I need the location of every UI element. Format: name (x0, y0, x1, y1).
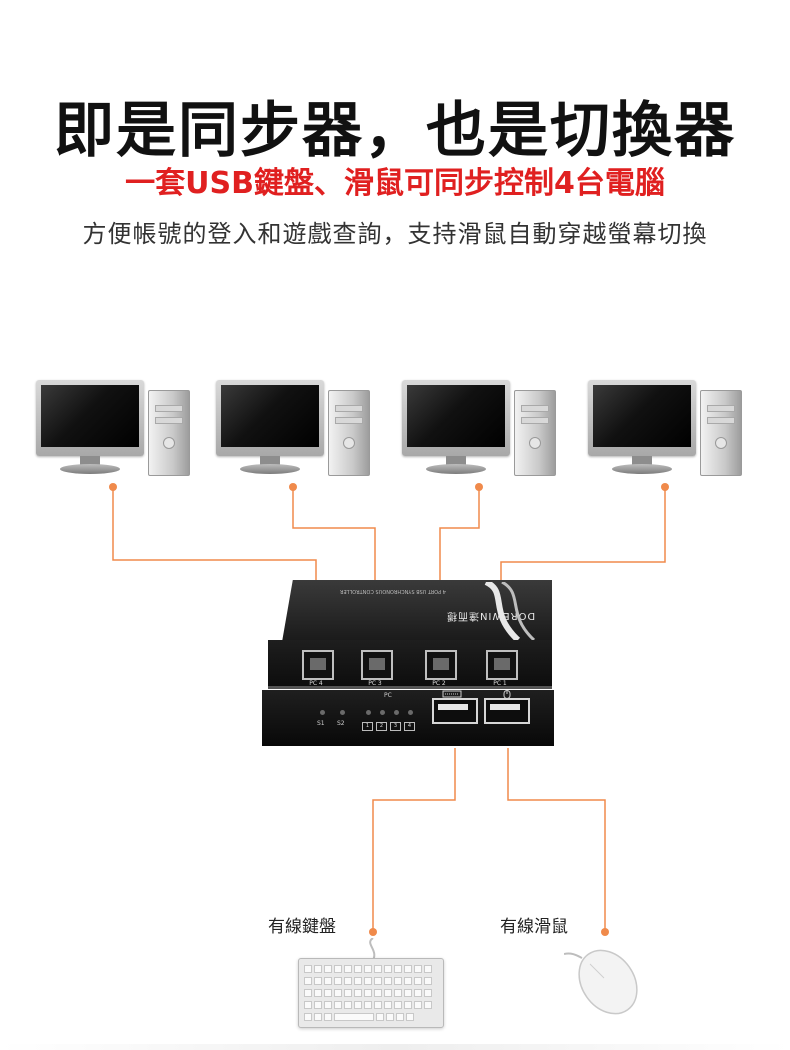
pc-group-label: PC (384, 692, 392, 699)
drive-slot (335, 405, 363, 412)
port-inner (369, 658, 385, 670)
key-row (304, 977, 432, 985)
monitor-base (240, 464, 300, 474)
status-led (340, 710, 345, 715)
mouse-label: 有線滑鼠 (500, 917, 568, 937)
swoosh-logo-icon (484, 582, 536, 640)
monitor-base (612, 464, 672, 474)
wire-keyboard (372, 748, 456, 932)
monitor-screen (41, 385, 139, 447)
usb-a-port-keyboard (432, 698, 478, 724)
usb-a-port-mouse (484, 698, 530, 724)
device-top-panel: 4 PORT USB SYNCHRONOUS CONTROLLER DOREWI… (282, 580, 552, 642)
headline: 即是同步器，也是切換器 (54, 96, 736, 166)
description: 方便帳號的登入和遊戲查詢，支持滑鼠自動穿越螢幕切換 (82, 220, 708, 248)
computer-pc1 (588, 380, 748, 490)
monitor-screen (221, 385, 319, 447)
pc-tower (514, 390, 556, 476)
pc-led (366, 710, 371, 715)
drive-slot (335, 417, 363, 424)
power-button (529, 437, 541, 449)
monitor-neck (80, 456, 100, 466)
wire-dot (601, 928, 609, 936)
pc-tower (328, 390, 370, 476)
keyboard-label: 有線鍵盤 (268, 917, 336, 937)
monitor-screen (593, 385, 691, 447)
port-inner (494, 658, 510, 670)
drive-slot (521, 417, 549, 424)
key-row (304, 1001, 432, 1009)
monitor (402, 380, 510, 456)
monitor-neck (446, 456, 466, 466)
key-row (304, 989, 432, 997)
keyboard-icon (298, 958, 444, 1028)
port-label: PC 3 (368, 680, 382, 687)
power-button (343, 437, 355, 449)
monitor-neck (260, 456, 280, 466)
drive-slot (707, 405, 735, 412)
port-inner (438, 704, 468, 710)
keyboard-port-icon (442, 690, 462, 698)
computer-pc4 (36, 380, 196, 490)
monitor-base (426, 464, 486, 474)
drive-slot (707, 417, 735, 424)
port-inner (310, 658, 326, 670)
pc-number: 3 (390, 722, 401, 731)
monitor (36, 380, 144, 456)
computer-pc2 (402, 380, 562, 490)
status-label: S2 (337, 720, 345, 727)
pc-number: 2 (376, 722, 387, 731)
usb-b-port-pc2 (425, 650, 457, 680)
usb-b-port-pc4 (302, 650, 334, 680)
port-inner (490, 704, 520, 710)
monitor (588, 380, 696, 456)
drive-slot (155, 417, 183, 424)
wire-mouse (507, 748, 606, 932)
controller-text: 4 PORT USB SYNCHRONOUS CONTROLLER (340, 588, 446, 594)
wire-dot (369, 928, 377, 936)
pc-tower (700, 390, 742, 476)
power-button (715, 437, 727, 449)
status-led (320, 710, 325, 715)
pc-number: 1 (362, 722, 373, 731)
usb-b-port-pc3 (361, 650, 393, 680)
usb-b-port-pc1 (486, 650, 518, 680)
computer-pc3 (216, 380, 376, 490)
key-row (304, 965, 432, 973)
floor-shadow (0, 1044, 790, 1050)
usb-sync-controller: 4 PORT USB SYNCHRONOUS CONTROLLER DOREWI… (262, 580, 554, 758)
pc-tower (148, 390, 190, 476)
device-front-peripheral-ports: S1 S2 PC 1 2 3 4 (262, 690, 554, 746)
pc-led (394, 710, 399, 715)
port-label: PC 2 (432, 680, 446, 687)
subheadline: 一套USB鍵盤、滑鼠可同步控制4台電腦 (125, 166, 665, 201)
port-label: PC 4 (309, 680, 323, 687)
status-label: S1 (317, 720, 325, 727)
drive-slot (521, 405, 549, 412)
key-row (304, 1013, 414, 1021)
monitor (216, 380, 324, 456)
monitor-screen (407, 385, 505, 447)
port-inner (433, 658, 449, 670)
monitor-base (60, 464, 120, 474)
pc-led (408, 710, 413, 715)
mouse-icon (564, 949, 638, 1015)
pc-number: 4 (404, 722, 415, 731)
drive-slot (155, 405, 183, 412)
pc-led (380, 710, 385, 715)
port-label: PC 1 (493, 680, 507, 687)
device-front-pc-ports: PC 4 PC 3 PC 2 PC 1 (268, 640, 552, 689)
monitor-neck (632, 456, 652, 466)
power-button (163, 437, 175, 449)
